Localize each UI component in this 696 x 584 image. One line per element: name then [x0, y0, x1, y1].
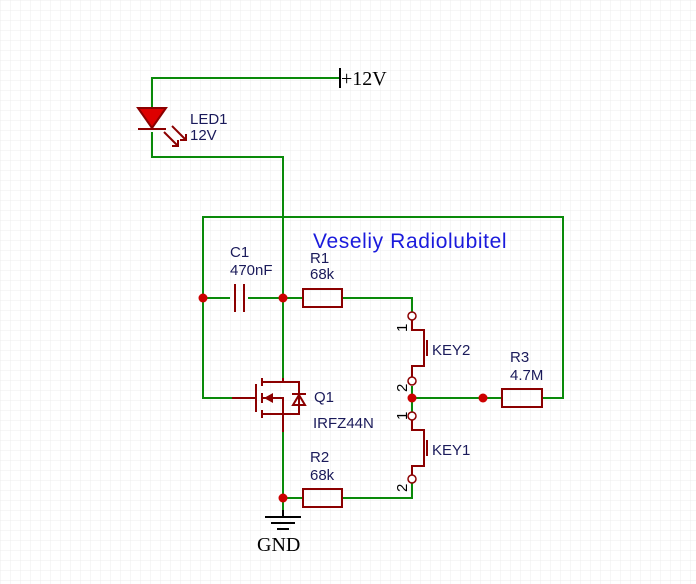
key1-component[interactable]: KEY1 1 2 — [394, 411, 470, 492]
ground-label: GND — [257, 534, 300, 556]
led-diode-icon — [136, 107, 168, 130]
power-label: +12V — [341, 68, 387, 90]
c1-component[interactable]: C1 470nF — [230, 244, 273, 312]
r3-value: 4.7M — [510, 367, 543, 384]
led-arrow-icon-2 — [171, 125, 187, 141]
junctions — [198, 293, 488, 503]
body-diode-icon — [291, 393, 307, 406]
junction-dot — [278, 293, 288, 303]
key2-pin1: 1 — [394, 324, 411, 332]
led1-ref: LED1 — [190, 111, 228, 128]
wire-gate — [202, 298, 232, 399]
key2-pin2: 2 — [394, 384, 411, 392]
mosfet-arrow-icon — [264, 393, 273, 403]
key2-ref: KEY2 — [432, 342, 470, 359]
key1-contact-icon — [407, 474, 417, 484]
r2-value: 68k — [310, 467, 335, 484]
junction-dot — [278, 493, 288, 503]
q1-value: IRFZ44N — [313, 415, 374, 432]
capacitor-plates-icon — [234, 284, 245, 312]
led1-value: 12V — [190, 127, 217, 144]
q1-component[interactable]: Q1 IRFZ44N — [232, 378, 374, 432]
resistor-icon — [302, 288, 343, 308]
r3-component[interactable]: R3 4.7M — [501, 349, 543, 408]
key2-button-icon — [423, 336, 428, 360]
resistor-icon — [302, 488, 343, 508]
led-arrow-icon — [163, 131, 179, 147]
key1-pin1: 1 — [394, 412, 411, 420]
c1-value: 470nF — [230, 262, 273, 279]
junction-dot — [478, 393, 488, 403]
wire-led-to-drain — [151, 132, 284, 378]
led1-component[interactable]: LED1 12V — [136, 107, 228, 147]
ground-symbol[interactable]: GND — [257, 510, 301, 556]
ground-icon — [265, 510, 301, 530]
key2-component[interactable]: KEY2 1 2 — [394, 311, 470, 392]
schematic-title: Veseliy Radiolubitel — [313, 230, 507, 253]
key2-contact-icon — [407, 311, 417, 321]
wire-feedback-loop — [202, 216, 564, 399]
junction-dot — [407, 393, 417, 403]
q1-ref: Q1 — [314, 389, 334, 406]
key1-button-icon — [423, 436, 428, 460]
r2-component[interactable]: R2 68k — [302, 449, 343, 508]
c1-ref: C1 — [230, 244, 249, 261]
key1-pin2: 2 — [394, 484, 411, 492]
key1-ref: KEY1 — [432, 442, 470, 459]
r1-component[interactable]: R1 68k — [302, 250, 343, 308]
mosfet-gate-icon — [232, 384, 257, 412]
r3-ref: R3 — [510, 349, 529, 366]
wire-led-to-12v — [151, 77, 340, 108]
junction-dot — [198, 293, 208, 303]
power-12v-symbol[interactable]: +12V — [339, 68, 387, 90]
r2-ref: R2 — [310, 449, 329, 466]
r1-ref: R1 — [310, 250, 329, 267]
resistor-icon — [501, 388, 543, 408]
mosfet-body-diode-wire — [283, 381, 300, 415]
r1-value: 68k — [310, 266, 335, 283]
